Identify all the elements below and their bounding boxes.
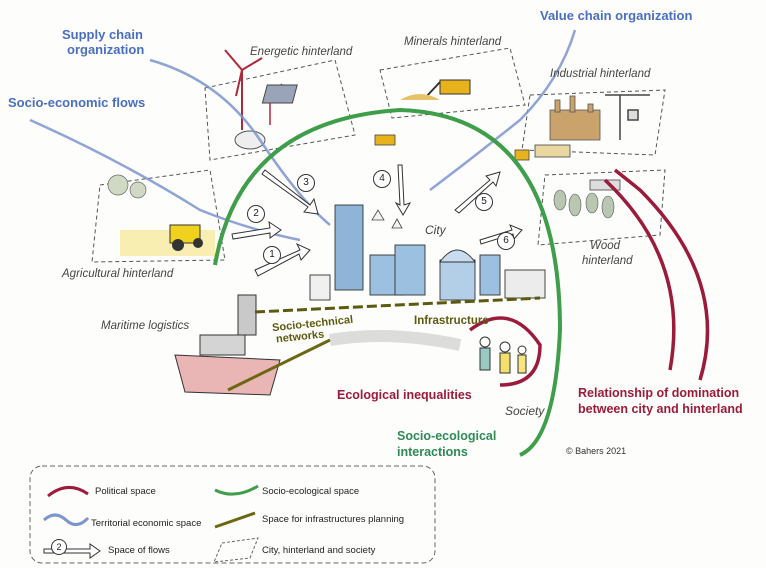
tractor-icon <box>120 224 215 256</box>
flow-number-2: 2 <box>247 205 265 223</box>
wood-hinterland-label-2: hinterland <box>582 255 633 267</box>
domination-label-2: between city and hinterland <box>578 402 743 416</box>
legend-city-label: City, hinterland and society <box>262 545 376 556</box>
flow-number-4: 4 <box>373 170 391 188</box>
socio-technical-network <box>227 338 331 392</box>
city-label: City <box>425 223 446 237</box>
domination-arc-inner <box>603 178 676 371</box>
wood-hinterland-box <box>537 169 666 246</box>
infrastructure-label: Infrastructure <box>414 315 489 327</box>
socio-ecological-label-2: interactions <box>397 445 468 459</box>
city-buildings <box>309 204 546 301</box>
flow-number-6: 6 <box>497 232 515 250</box>
minerals-hinterland-label: Minerals hinterland <box>404 36 502 48</box>
legend-flows-number: 2 <box>51 539 67 555</box>
legend-socio-ecological-icon <box>214 484 259 496</box>
flow-arrow-5 <box>454 171 501 214</box>
forest-icon <box>553 189 615 219</box>
flow-arrow-2 <box>231 220 282 240</box>
society-political-ring <box>468 316 542 387</box>
house-icon <box>371 209 403 229</box>
energetic-hinterland-box <box>204 59 356 161</box>
crane-icon <box>605 94 650 140</box>
truck-icon <box>374 134 621 191</box>
tree-icon <box>107 174 147 199</box>
solar-panel-icon <box>261 84 298 104</box>
agricultural-hinterland-label: Agricultural hinterland <box>62 268 174 280</box>
industrial-hinterland-label: Industrial hinterland <box>550 68 651 80</box>
supply-chain-label: Supply chain <box>62 27 143 42</box>
flow-number-5: 5 <box>475 193 493 211</box>
value-chain-label: Value chain organization <box>540 8 693 23</box>
flow-arrow-1 <box>254 242 311 277</box>
flow-arrow-4 <box>394 164 412 216</box>
legend-territorial-icon <box>42 513 90 526</box>
excavator-icon <box>400 79 471 100</box>
minerals-hinterland-box <box>379 47 526 119</box>
legend-flows-label: Space of flows <box>108 545 170 556</box>
domination-label: Relationship of domination <box>578 386 740 400</box>
domination-arc-outer <box>613 168 710 381</box>
legend-political-label: Political space <box>95 486 156 497</box>
maritime-logistics-label: Maritime logistics <box>101 320 190 332</box>
ship-icon <box>174 294 281 396</box>
legend-political-icon <box>47 486 89 498</box>
legend-frame <box>29 465 436 564</box>
flow-number-1: 1 <box>263 246 281 264</box>
legend-infrastructure-label: Space for infrastructures planning <box>262 514 405 525</box>
wood-hinterland-label: Wood <box>590 240 621 252</box>
ecological-inequalities-label: Ecological inequalities <box>337 388 472 402</box>
factory-icon <box>549 95 601 141</box>
flow-number-3: 3 <box>297 174 315 192</box>
socio-ecological-label: Socio-ecological <box>397 429 497 443</box>
legend-infrastructure-icon <box>214 511 256 529</box>
legend-flows-icon <box>43 543 101 559</box>
copyright-label: © Bahers 2021 <box>566 446 627 456</box>
legend-territorial-label: Territorial economic space <box>91 518 202 529</box>
legend-socio-ecological-label: Socio-ecological space <box>262 486 360 497</box>
flow-arrow-3 <box>261 169 319 215</box>
socio-ecological-arc <box>213 107 563 457</box>
people-icon <box>479 336 527 374</box>
society-label: Society <box>505 404 545 418</box>
energetic-hinterland-label: Energetic hinterland <box>250 46 353 58</box>
value-chain-flow <box>429 29 577 191</box>
socio-economic-label: Socio-economic flows <box>8 95 146 110</box>
industrial-hinterland-box <box>521 89 666 156</box>
supply-chain-label-2: organization <box>67 42 145 57</box>
infrastructure-road <box>254 296 541 314</box>
legend-city-icon <box>213 537 259 563</box>
